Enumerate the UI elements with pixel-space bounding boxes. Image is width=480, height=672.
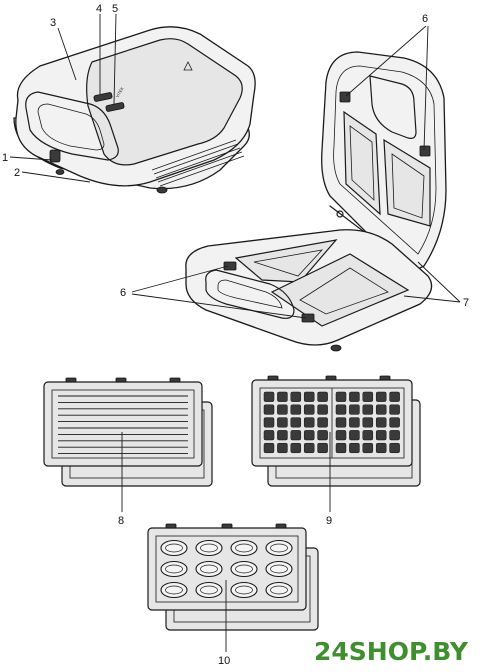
waffle-cell xyxy=(335,417,347,428)
nut-cavity-inner xyxy=(165,585,183,595)
waffle-cell xyxy=(303,430,315,441)
nut-cavity xyxy=(265,581,293,599)
waffle-cell xyxy=(375,391,387,402)
nut-cavity-inner xyxy=(200,564,218,574)
callout-6-top: 6 xyxy=(422,13,428,25)
callout-3: 3 xyxy=(50,17,56,29)
waffle-cell xyxy=(349,404,360,415)
callout-8: 8 xyxy=(118,515,124,527)
waffle-cell xyxy=(303,391,315,402)
waffle-cell xyxy=(317,442,328,454)
waffle-cell xyxy=(389,442,400,454)
nut-cavity-inner xyxy=(165,564,183,574)
nut-cavity-inner xyxy=(165,543,183,553)
waffle-cell xyxy=(290,417,302,428)
closed-sandwich-maker: VITEK xyxy=(13,26,256,194)
waffle-cell xyxy=(303,442,315,454)
waffle-cell xyxy=(277,430,288,441)
nut-cavity-inner xyxy=(235,543,253,553)
waffle-cell xyxy=(389,404,400,415)
waffle-cell xyxy=(335,430,347,441)
waffle-cell xyxy=(290,442,302,454)
callout-1: 1 xyxy=(2,152,8,164)
waffle-cell xyxy=(375,404,387,415)
waffle-cell xyxy=(389,417,400,428)
callout-9: 9 xyxy=(326,515,332,527)
callout-5: 5 xyxy=(112,3,118,15)
waffle-cell xyxy=(263,417,275,428)
svg-text:VITEK: VITEK xyxy=(115,86,125,99)
waffle-cell xyxy=(277,391,288,402)
nut-cavity-inner xyxy=(270,564,288,574)
waffle-cell xyxy=(277,404,288,415)
waffle-cell xyxy=(317,430,328,441)
waffle-cell xyxy=(277,442,288,454)
nut-cavity-inner xyxy=(200,585,218,595)
callout-2: 2 xyxy=(14,167,20,179)
waffle-cell xyxy=(263,430,275,441)
nut-cavity xyxy=(160,581,188,599)
nut-cavity xyxy=(230,560,258,578)
waffle-cell xyxy=(335,404,347,415)
nut-cavity xyxy=(230,581,258,599)
nut-cavity xyxy=(195,539,223,557)
waffle-cell xyxy=(263,391,275,402)
nut-cavity xyxy=(265,539,293,557)
waffle-cell xyxy=(317,417,328,428)
open-sandwich-maker xyxy=(185,51,447,352)
nut-cavity-inner xyxy=(270,543,288,553)
waffle-cell xyxy=(349,430,360,441)
waffle-cell xyxy=(290,430,302,441)
nut-cavity xyxy=(230,539,258,557)
waffle-cell xyxy=(389,430,400,441)
waffle-cell xyxy=(303,404,315,415)
watermark-logo: 24SHOP.BY xyxy=(314,637,469,666)
waffle-cell xyxy=(349,442,360,454)
callout-10: 10 xyxy=(218,655,230,667)
waffle-cell xyxy=(389,391,400,402)
nut-cavity xyxy=(195,581,223,599)
waffle-cell xyxy=(375,417,387,428)
waffle-plates xyxy=(251,375,421,487)
leaders-open xyxy=(131,25,461,319)
waffle-cell xyxy=(349,391,360,402)
waffle-cell xyxy=(303,417,315,428)
nut-plates xyxy=(147,523,319,631)
waffle-cell xyxy=(362,404,374,415)
waffle-cell xyxy=(349,417,360,428)
waffle-cell xyxy=(362,430,374,441)
waffle-cell xyxy=(362,417,374,428)
nut-cavity-inner xyxy=(235,585,253,595)
grill-plates xyxy=(43,377,213,487)
waffle-cell xyxy=(362,442,374,454)
nut-cavity xyxy=(265,560,293,578)
waffle-cell xyxy=(335,442,347,454)
waffle-cell xyxy=(290,404,302,415)
nut-cavity xyxy=(160,560,188,578)
callout-7: 7 xyxy=(463,297,469,309)
callout-4: 4 xyxy=(96,3,102,15)
nut-cavity-inner xyxy=(235,564,253,574)
waffle-cell xyxy=(317,404,328,415)
callout-6-left: 6 xyxy=(120,287,126,299)
waffle-cell xyxy=(335,391,347,402)
waffle-cell xyxy=(362,391,374,402)
leaders-closed xyxy=(9,13,117,183)
waffle-cell xyxy=(375,430,387,441)
nut-cavity-inner xyxy=(200,543,218,553)
waffle-cell xyxy=(277,417,288,428)
waffle-cell xyxy=(317,391,328,402)
waffle-cell xyxy=(263,442,275,454)
nut-cavity-inner xyxy=(270,585,288,595)
waffle-cell xyxy=(375,442,387,454)
waffle-cell xyxy=(290,391,302,402)
nut-cavity xyxy=(195,560,223,578)
nut-cavity xyxy=(160,539,188,557)
waffle-cell xyxy=(263,404,275,415)
